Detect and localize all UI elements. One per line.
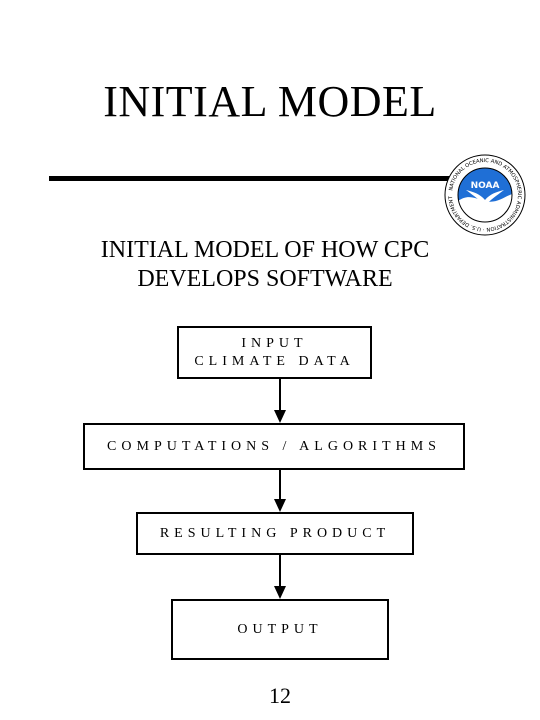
flow-box-computations: COMPUTATIONS / ALGORITHMS bbox=[83, 423, 465, 470]
flow-box-input: INPUT CLIMATE DATA bbox=[177, 326, 372, 379]
flow-box-label: CLIMATE DATA bbox=[194, 353, 355, 369]
subtitle-line: DEVELOPS SOFTWARE bbox=[137, 266, 393, 292]
slide-subtitle: INITIAL MODEL OF HOW CPC DEVELOPS SOFTWA… bbox=[0, 236, 530, 294]
logo-sea bbox=[458, 194, 512, 222]
title-divider bbox=[49, 176, 452, 181]
slide-title: INITIAL MODEL bbox=[103, 77, 437, 126]
flow-box-output: OUTPUT bbox=[171, 599, 389, 660]
flow-box-label: COMPUTATIONS / ALGORITHMS bbox=[107, 438, 441, 454]
logo-wordmark: NOAA bbox=[471, 181, 500, 191]
flow-box-label: RESULTING PRODUCT bbox=[159, 525, 391, 541]
subtitle-line: INITIAL MODEL OF HOW CPC bbox=[100, 237, 430, 263]
flow-arrow bbox=[274, 555, 286, 599]
flow-arrow bbox=[274, 379, 286, 423]
flow-box-label: OUTPUT bbox=[237, 621, 323, 637]
flow-box-label: INPUT bbox=[241, 335, 308, 351]
flow-box-resulting-product: RESULTING PRODUCT bbox=[136, 512, 414, 555]
page-number: 12 bbox=[269, 683, 291, 708]
noaa-logo: NATIONAL OCEANIC AND ATMOSPHERIC ADMINIS… bbox=[444, 154, 526, 236]
flow-arrow bbox=[274, 470, 286, 512]
logo-bird-icon bbox=[466, 190, 504, 206]
